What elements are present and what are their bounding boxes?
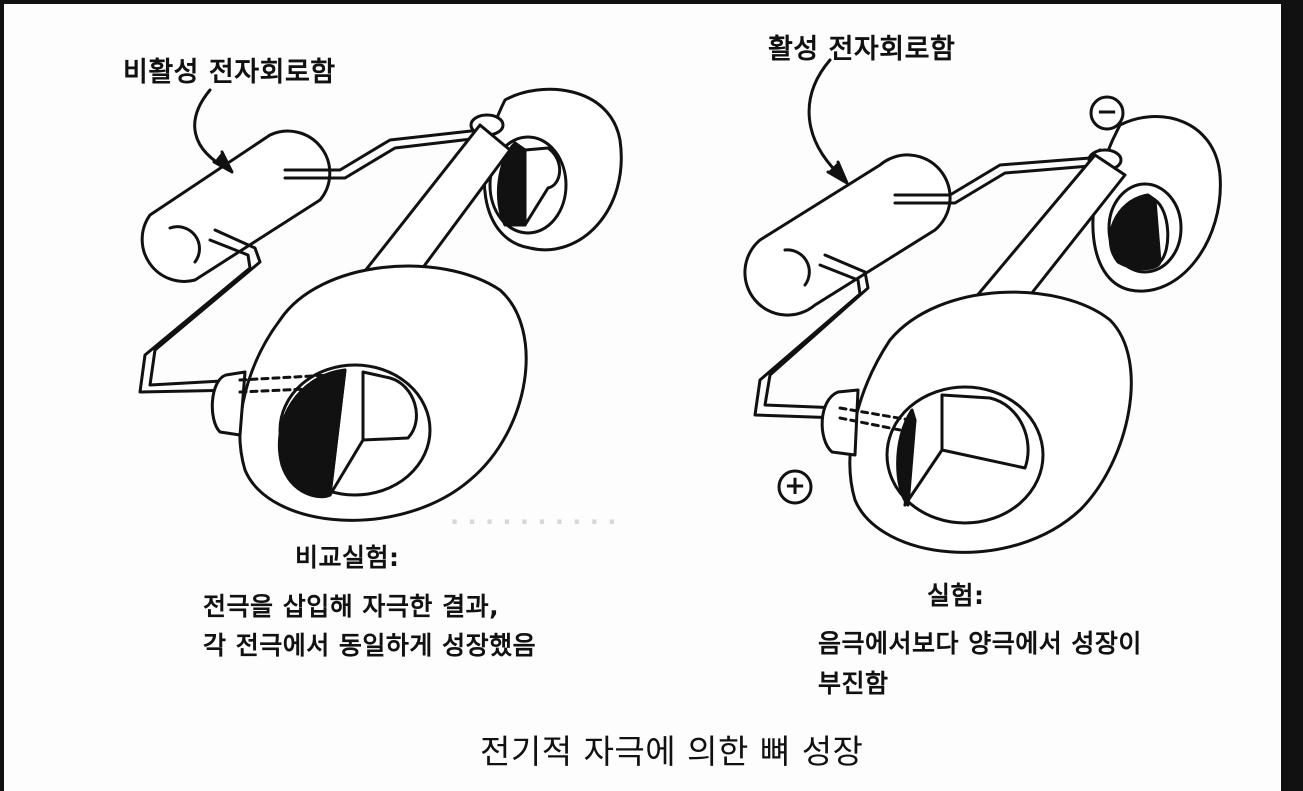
active-large-bone [820, 153, 1133, 554]
inactive-small-bone [469, 87, 623, 252]
frame-top-edge [0, 0, 1303, 4]
active-device-capsule [743, 153, 952, 317]
positive-sign: + [784, 471, 806, 501]
positive-electrode-marker [777, 469, 813, 505]
active-arrowhead [826, 160, 849, 185]
experiment-caption-line-1: 음극에서보다 양극에서 성장이 [818, 629, 1142, 658]
negative-electrode-marker [1089, 95, 1125, 131]
frame-right-edge [1281, 0, 1303, 791]
active-device-label: 활성 전자회로함 [768, 34, 956, 65]
negative-sign: − [1096, 97, 1118, 127]
control-caption-line-2: 각 전극에서 동일하게 성장했음 [203, 631, 537, 660]
frame-left-edge [0, 0, 4, 791]
active-small-bone [1087, 115, 1222, 293]
experiment-caption-line-2: 부진함 [818, 669, 889, 698]
control-caption-line-1: 전극을 삽입해 자극한 결과, [203, 592, 500, 621]
active-pointer-arrow [807, 58, 847, 182]
inactive-large-bone [210, 123, 528, 522]
experiment-caption-title: 실험: [927, 581, 985, 610]
show-through-text: · · · · · · · · · · [450, 508, 617, 536]
inactive-device-label: 비활성 전자회로함 [123, 57, 336, 88]
inactive-arrowhead [212, 150, 234, 174]
right-apparatus [743, 58, 1222, 554]
left-apparatus [138, 87, 623, 522]
control-caption-title: 비교실험: [295, 543, 400, 572]
inactive-device-capsule [140, 129, 332, 283]
figure-title: 전기적 자극에 의한 뼈 성장 [480, 732, 864, 771]
